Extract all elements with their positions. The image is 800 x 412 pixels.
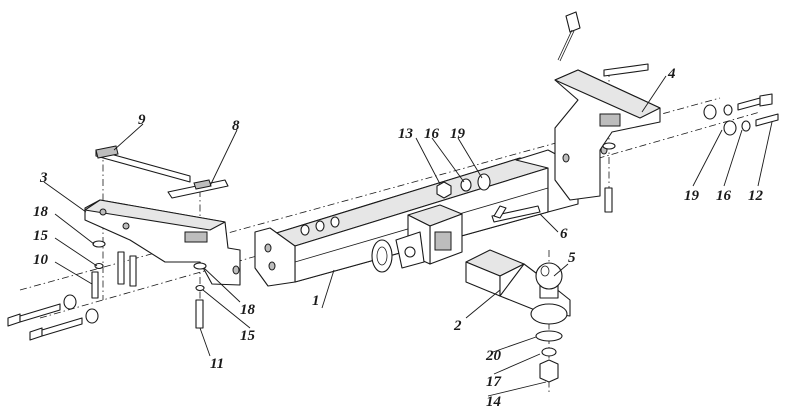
callout-16-left: 16 [424, 126, 440, 142]
nut-washer-set-13-16-19 [300, 173, 491, 236]
callout-17: 17 [486, 374, 502, 390]
callout-12: 12 [748, 188, 764, 204]
tow-ball-part-5 [535, 262, 563, 299]
callout-15-right: 15 [240, 328, 256, 344]
callout-15-left: 15 [33, 228, 49, 244]
callout-19-right: 19 [684, 188, 700, 204]
right-bracket-part-4 [554, 69, 661, 201]
callout-14: 14 [486, 394, 502, 410]
callout-6: 6 [560, 226, 568, 242]
callout-9: 9 [138, 112, 146, 128]
strip-bar-part-9 [95, 145, 191, 183]
callout-leaders [43, 75, 773, 397]
callout-1: 1 [312, 293, 320, 309]
callout-16-right: 16 [716, 188, 732, 204]
callout-8: 8 [232, 118, 240, 134]
callout-20: 20 [485, 348, 502, 364]
cross-beam-part-1 [254, 149, 579, 287]
callout-4: 4 [667, 66, 676, 82]
callout-18-right: 18 [240, 302, 256, 318]
left-bracket-part-3 [84, 199, 241, 286]
callout-18-left: 18 [33, 204, 49, 220]
callout-5: 5 [568, 250, 576, 266]
strip-plate-part-8 [167, 179, 229, 199]
ball-mount-part-2 [465, 249, 571, 325]
strap-top-right [557, 11, 649, 77]
callout-2: 2 [453, 318, 462, 334]
callout-3: 3 [39, 170, 48, 186]
callout-13: 13 [398, 126, 414, 142]
left-bolts-set [7, 240, 207, 341]
callout-10: 10 [33, 252, 49, 268]
lock-pin-part-6 [491, 205, 541, 223]
callout-11: 11 [210, 356, 224, 372]
ball-fasteners-20-17-14 [535, 330, 563, 383]
callout-labels: 1 2 3 4 5 6 8 9 10 11 12 13 14 15 15 16 … [33, 66, 764, 410]
right-bolts-set [602, 93, 779, 213]
callout-19-left: 19 [450, 126, 466, 142]
